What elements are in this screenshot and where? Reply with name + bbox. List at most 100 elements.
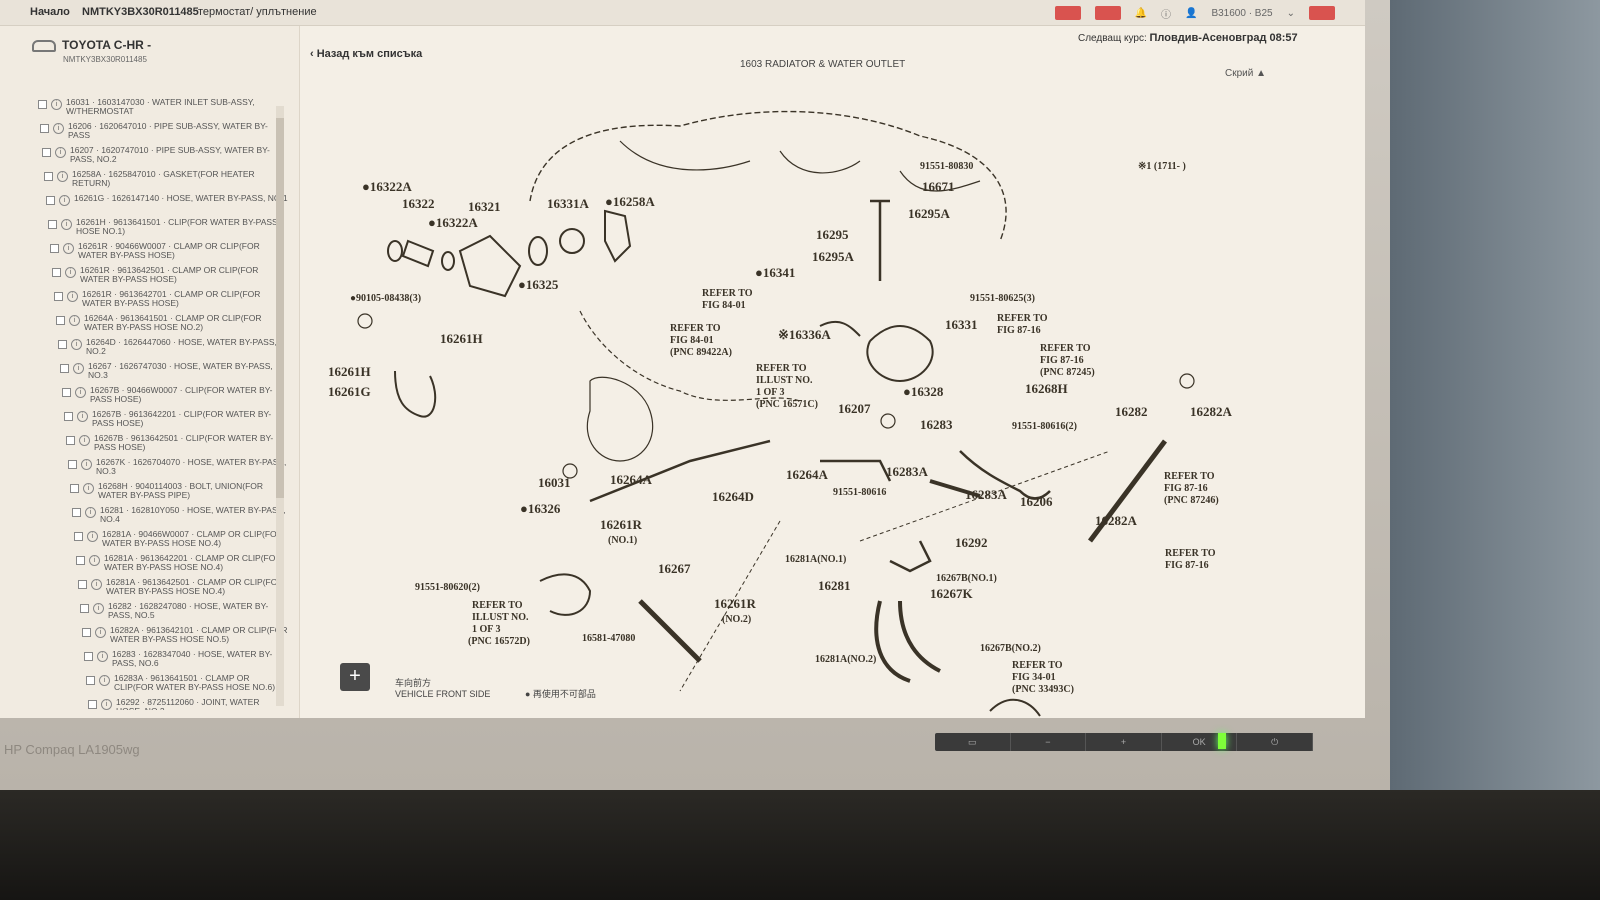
label-16261R-1-no[interactable]: (NO.1) [608, 535, 637, 546]
part-checkbox[interactable] [46, 196, 55, 205]
monitor-button[interactable]: ⏻ [1237, 733, 1313, 751]
info-icon[interactable]: i [57, 171, 68, 182]
part-checkbox[interactable] [38, 100, 47, 109]
info-icon[interactable]: i [75, 387, 86, 398]
part-checkbox[interactable] [60, 364, 69, 373]
label-16283A-2[interactable]: 16283A [965, 487, 1008, 502]
label-16261R-2[interactable]: 16261R [714, 596, 757, 611]
label-91551-80616[interactable]: 91551-80616 [833, 487, 886, 498]
info-icon[interactable]: i [61, 219, 72, 230]
label-16322[interactable]: 16322 [402, 196, 435, 211]
label-16336A[interactable]: ※16336A [778, 327, 831, 342]
back-link[interactable]: ‹ Назад към списъка [310, 48, 422, 60]
action-button[interactable] [1054, 6, 1081, 20]
info-icon[interactable]: i [85, 507, 96, 518]
info-icon[interactable]: i [65, 267, 76, 278]
part-checkbox[interactable] [86, 676, 95, 685]
account-label[interactable]: B31600 · B25 [1211, 7, 1273, 19]
ref-fig-84-01[interactable]: REFER TO FIG 84-01 [702, 288, 753, 311]
label-16282A[interactable]: 16282A [1190, 404, 1233, 419]
label-16261R-1[interactable]: 16261R [600, 517, 643, 532]
label-16292[interactable]: 16292 [955, 535, 988, 550]
label-16031[interactable]: 16031 [538, 475, 571, 490]
label-16282A-2[interactable]: 16282A [1095, 513, 1138, 528]
label-16295A-2[interactable]: 16295A [812, 249, 855, 264]
monitor-button[interactable]: − [1011, 733, 1087, 751]
label-16321[interactable]: 16321 [468, 199, 501, 214]
info-icon[interactable]: i [69, 315, 80, 326]
info-icon[interactable]: i [53, 123, 64, 134]
label-16264D[interactable]: 16264D [712, 489, 754, 504]
info-icon[interactable]: i [81, 459, 92, 470]
action-button-2[interactable] [1094, 6, 1121, 20]
part-checkbox[interactable] [58, 340, 67, 349]
label-16322A-2[interactable]: ●16322A [428, 215, 478, 230]
crumb-vin[interactable]: NMTKY3BX30R011485 [82, 6, 199, 18]
part-checkbox[interactable] [80, 604, 89, 613]
label-16283A[interactable]: 16283A [886, 464, 929, 479]
part-checkbox[interactable] [48, 220, 57, 229]
info-icon[interactable]: i [79, 435, 90, 446]
ref-fig-34-01[interactable]: REFER TO FIG 34-01 (PNC 33493C) [1012, 660, 1074, 695]
part-checkbox[interactable] [62, 388, 71, 397]
label-16281A-2[interactable]: 16281A(NO.2) [815, 654, 876, 665]
info-icon[interactable]: i [99, 675, 110, 686]
label-16267B-1[interactable]: 16267B(NO.1) [936, 573, 997, 584]
info-icon[interactable]: i [55, 147, 66, 158]
info-icon[interactable]: i [101, 699, 112, 710]
info-icon[interactable]: i [59, 195, 70, 206]
label-90105[interactable]: ●90105-08438(3) [350, 293, 421, 304]
chevron-down-icon[interactable]: ⌄ [1286, 7, 1295, 19]
label-16325[interactable]: ●16325 [518, 277, 559, 292]
info-icon[interactable]: i [91, 579, 102, 590]
label-16267B-2[interactable]: 16267B(NO.2) [980, 643, 1041, 654]
label-16331[interactable]: 16331 [945, 317, 978, 332]
part-checkbox[interactable] [40, 124, 49, 133]
info-icon[interactable]: i [51, 99, 62, 110]
part-checkbox[interactable] [84, 652, 93, 661]
label-16264A[interactable]: 16264A [610, 472, 653, 487]
part-checkbox[interactable] [64, 412, 73, 421]
ref-fig-87-16-pnc87246[interactable]: REFER TO FIG 87-16 (PNC 87246) [1164, 471, 1219, 506]
part-checkbox[interactable] [42, 148, 51, 157]
label-16267K[interactable]: 16267K [930, 586, 974, 601]
zoom-in-button[interactable]: + [340, 663, 370, 691]
info-icon[interactable]: ⓘ [1160, 9, 1171, 21]
label-16326[interactable]: ●16326 [520, 501, 561, 516]
info-icon[interactable]: i [97, 651, 108, 662]
cart-button[interactable] [1309, 6, 1335, 20]
parts-diagram[interactable]: ●16322A 16322 ●16322A 16321 16331A ●1625… [300, 81, 1365, 718]
info-icon[interactable]: i [71, 339, 82, 350]
part-checkbox[interactable] [56, 316, 65, 325]
label-16261R-2-no[interactable]: (NO.2) [722, 614, 751, 625]
label-91551-80620[interactable]: 91551-80620(2) [415, 582, 480, 593]
label-16331A[interactable]: 16331A [547, 196, 590, 211]
part-checkbox[interactable] [72, 508, 81, 517]
bell-icon[interactable]: 🔔 [1134, 7, 1147, 19]
label-91551-80830[interactable]: 91551-80830 [920, 161, 973, 172]
part-checkbox[interactable] [70, 484, 79, 493]
label-91551-80616-2[interactable]: 91551-80616(2) [1012, 421, 1077, 432]
label-16341[interactable]: ●16341 [755, 265, 795, 280]
ref-illust-16572d[interactable]: REFER TO ILLUST NO. 1 OF 3 (PNC 16572D) [468, 600, 530, 647]
user-icon[interactable]: 👤 [1184, 7, 1198, 19]
